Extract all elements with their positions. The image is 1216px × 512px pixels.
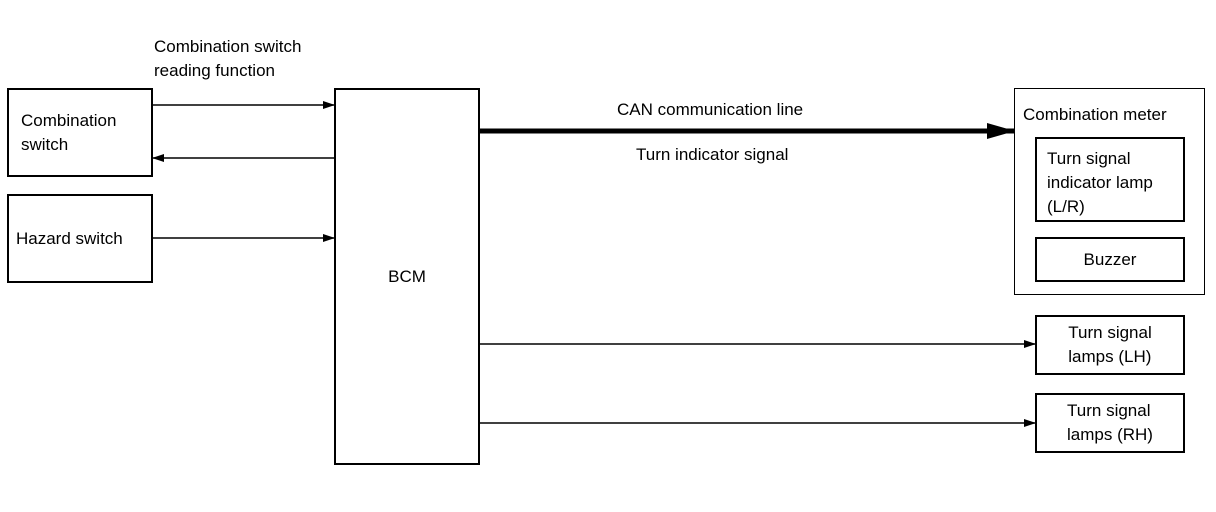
combination-switch-box: Combination switch [7, 88, 153, 177]
combination-switch-reading-function-label: Combination switch reading function [154, 37, 302, 80]
turn-signal-lamps-lh-box: Turn signal lamps (LH) [1035, 315, 1185, 375]
turn-signal-indicator-lamp-label: Turn signal indicator lamp (L/R) [1047, 149, 1153, 216]
combination-switch-label: Combination switch [21, 110, 117, 154]
turn-signal-lamps-lh-label: Turn signal lamps (LH) [1068, 323, 1152, 366]
buzzer-box: Buzzer [1035, 237, 1185, 282]
hazard-switch-label: Hazard switch [16, 228, 123, 248]
buzzer-label: Buzzer [1083, 249, 1137, 269]
turn-signal-indicator-lamp-box: Turn signal indicator lamp (L/R) [1035, 137, 1185, 222]
combination-meter-label: Combination meter [1023, 105, 1167, 124]
combination-meter-box: Combination meter Turn signal indicator … [1014, 88, 1205, 295]
turn-indicator-signal-label: Turn indicator signal [636, 145, 789, 164]
hazard-switch-box: Hazard switch [7, 194, 153, 283]
bcm-box: BCM [334, 88, 480, 465]
can-communication-line-label: CAN communication line [617, 100, 804, 119]
turn-signal-lamps-rh-label: Turn signal lamps (RH) [1067, 401, 1153, 444]
turn-signal-lamps-rh-box: Turn signal lamps (RH) [1035, 393, 1185, 453]
bcm-label: BCM [388, 266, 426, 286]
